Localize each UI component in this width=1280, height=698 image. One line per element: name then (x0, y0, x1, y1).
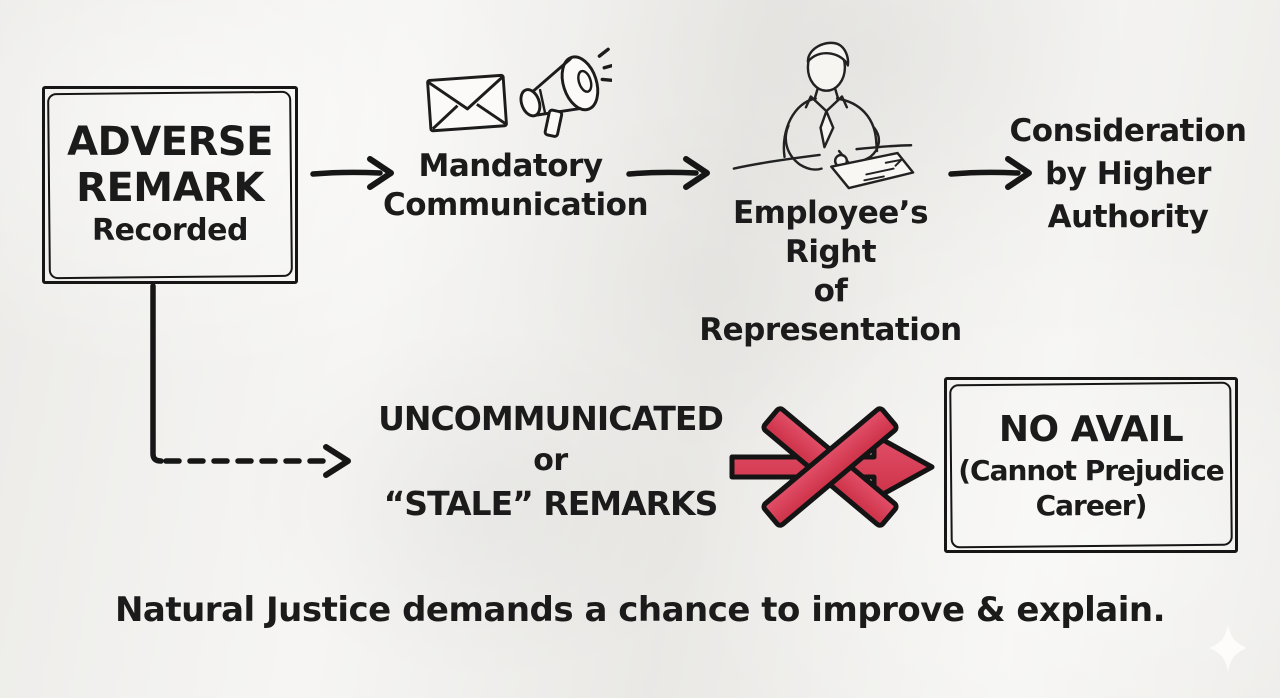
flow-arrow-3 (948, 156, 1032, 190)
step-employee-label: Employee’s Right of Representation (683, 194, 978, 350)
adverse-remark-box: ADVERSE REMARK Recorded (42, 86, 298, 284)
consideration-line2: by Higher (1045, 156, 1211, 192)
megaphone-icon (519, 47, 612, 138)
mandatory-line2: Communication (383, 187, 649, 223)
envelope-icon (426, 73, 508, 133)
consideration-line3: Authority (1047, 199, 1209, 235)
stale-remarks-label: UNCOMMUNICATED or “STALE” REMARKS (378, 396, 724, 526)
noavail-line2: (Cannot Prejudice (958, 454, 1225, 487)
noavail-line3: Career) (1035, 489, 1148, 522)
employee-line2: of Representation (699, 273, 962, 348)
adverse-line3: Recorded (92, 213, 248, 248)
adverse-line2: REMARK (76, 165, 264, 211)
employee-line1: Employee’s Right (732, 195, 929, 270)
adverse-line1: ADVERSE (67, 119, 273, 165)
stale-line1: UNCOMMUNICATED (378, 399, 724, 438)
stale-line2: or (533, 443, 568, 478)
stale-line3: “STALE” REMARKS (383, 484, 719, 523)
step-consideration-label: Consideration by Higher Authority (1008, 110, 1248, 239)
mandatory-line1: Mandatory (418, 148, 603, 184)
flow-arrow-1 (310, 156, 394, 190)
noavail-line1: NO AVAIL (998, 409, 1184, 450)
dashed-branch-arrow (150, 283, 351, 478)
consideration-line1: Consideration (1009, 113, 1247, 149)
person-writing-icon (732, 41, 915, 190)
caption-text: Natural Justice demands a chance to impr… (114, 590, 1166, 630)
no-avail-box: NO AVAIL (Cannot Prejudice Career) (944, 377, 1238, 553)
red-cross-arrow-icon (729, 406, 935, 528)
sparkle-icon (1209, 624, 1247, 672)
step-mandatory-label: Mandatory Communication (383, 147, 649, 225)
flow-arrow-2 (626, 156, 710, 190)
